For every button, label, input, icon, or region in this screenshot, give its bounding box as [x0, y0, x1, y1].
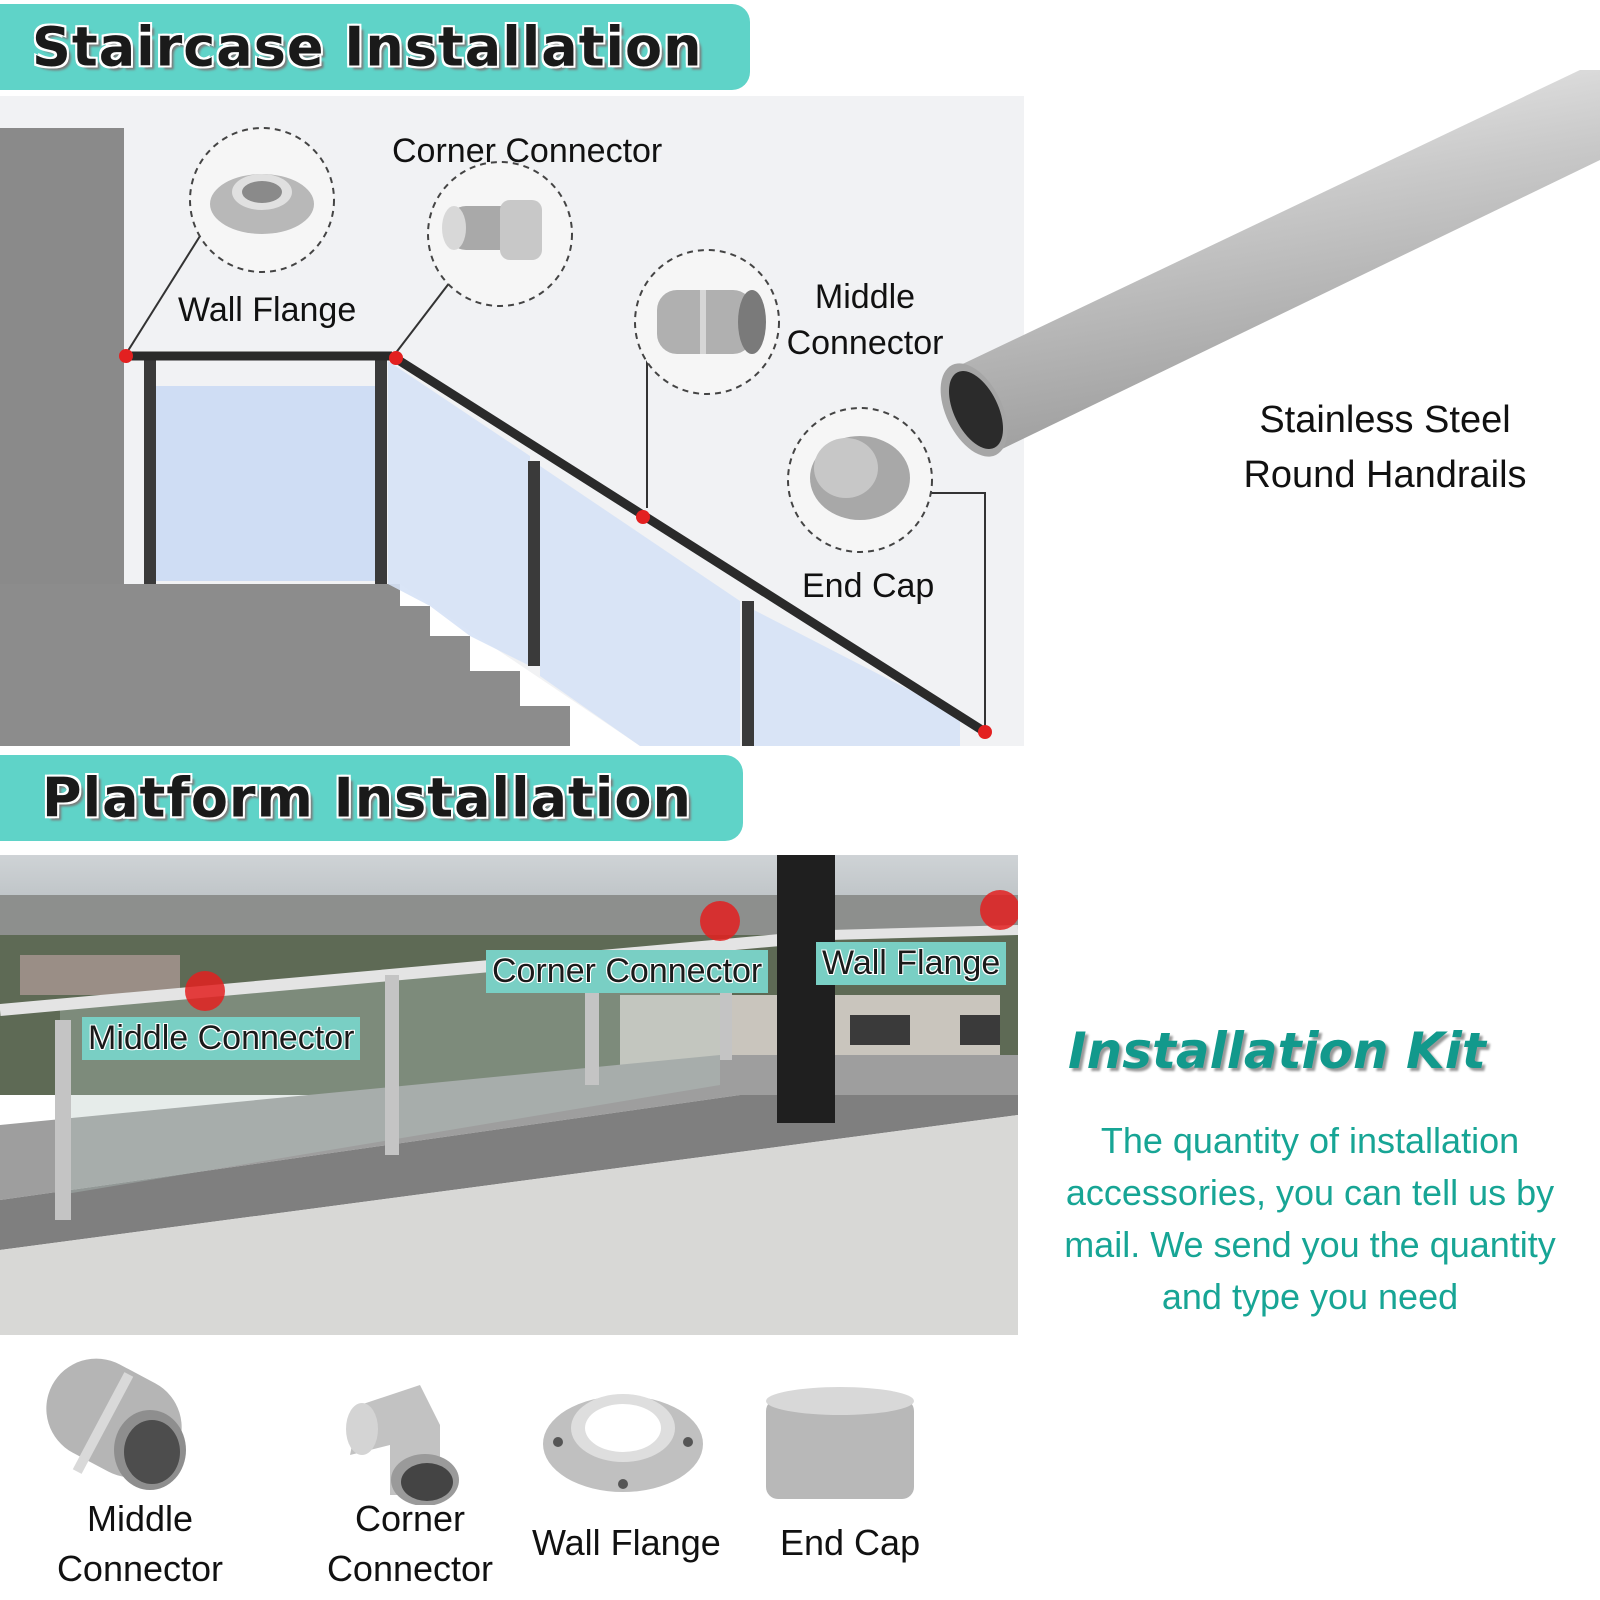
platform-banner: Platform Installation — [0, 755, 743, 841]
staircase-illustration — [0, 96, 1024, 746]
label-wall-flange: Wall Flange — [178, 291, 357, 329]
glass-panel — [155, 386, 380, 581]
glass-panel — [750, 608, 960, 746]
marker-dot — [700, 901, 740, 941]
marker-dot — [980, 890, 1018, 930]
marker-dot — [978, 725, 992, 739]
column — [777, 855, 835, 1123]
kit-part-middle-connector: Middle Connector — [56, 1498, 224, 1589]
handrail-tube-icon — [940, 70, 1600, 457]
corner-connector-icon — [346, 1385, 459, 1505]
glass-panel — [540, 466, 740, 746]
kit-description: The quantity of installation accessories… — [1064, 1120, 1556, 1317]
marker-dot — [389, 351, 403, 365]
tag-middle-connector: Middle Connector — [82, 1017, 361, 1060]
tag-corner-connector: Corner Connector — [486, 950, 769, 993]
marker-dot — [636, 510, 650, 524]
kit-title: Installation Kit — [1068, 1022, 1486, 1080]
platform-banner-title: Platform Installation — [42, 766, 692, 830]
tag-wall-flange: Wall Flange — [816, 942, 1007, 985]
marker-dot — [185, 971, 225, 1011]
kit-part-wall-flange: Wall Flange — [532, 1522, 721, 1563]
stairs — [0, 584, 570, 746]
wall-flange-icon — [543, 1394, 703, 1492]
platform-photo — [0, 855, 1018, 1335]
staircase-banner: Staircase Installation — [0, 4, 750, 90]
glass-panel — [388, 361, 530, 666]
label-end-cap: End Cap — [802, 567, 935, 605]
label-corner-connector: Corner Connector — [392, 132, 663, 170]
end-cap-icon — [766, 1387, 914, 1499]
kit-part-end-cap: End Cap — [780, 1522, 921, 1563]
handrail-caption: Stainless Steel Round Handrails — [1243, 399, 1527, 496]
marker-dot — [119, 349, 133, 363]
kit-part-corner-connector: Corner Connector — [326, 1498, 494, 1589]
staircase-banner-title: Staircase Installation — [32, 15, 703, 79]
label-middle-connector: Middle Connector — [786, 278, 944, 362]
middle-connector-icon — [46, 1358, 186, 1490]
